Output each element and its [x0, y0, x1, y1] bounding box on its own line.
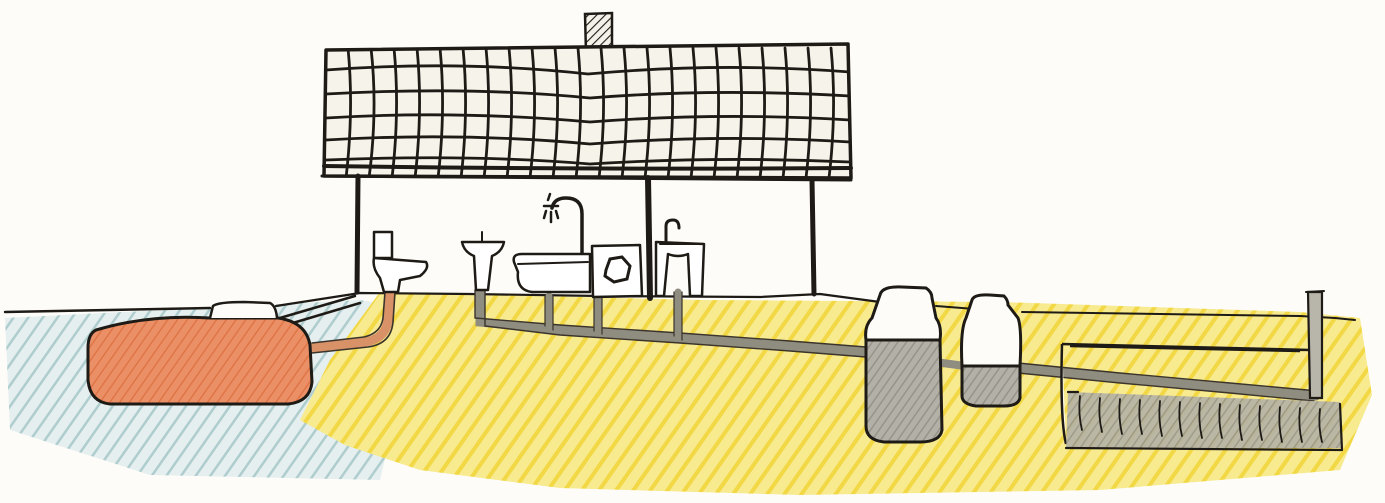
column-left	[357, 176, 358, 292]
faucet-icon	[544, 194, 582, 256]
settling-tank	[866, 287, 942, 442]
washing-machine-icon	[592, 245, 642, 297]
fixtures	[374, 194, 704, 297]
washbasin-icon	[462, 232, 504, 290]
trench-vent-pipe	[1308, 292, 1322, 398]
filter-tank	[962, 295, 1021, 406]
soil-yellow	[300, 292, 1372, 495]
column-right	[812, 180, 814, 294]
column-middle	[648, 178, 650, 298]
blackwater-tank-manhole	[210, 302, 277, 318]
blackwater-tank	[88, 317, 312, 404]
settling-tank-liquid	[866, 340, 942, 442]
filter-tank-liquid	[962, 366, 1020, 406]
roof	[322, 13, 851, 180]
bathtub-icon	[514, 254, 590, 292]
toilet-icon	[374, 232, 428, 292]
kitchen-sink-icon	[656, 220, 704, 296]
